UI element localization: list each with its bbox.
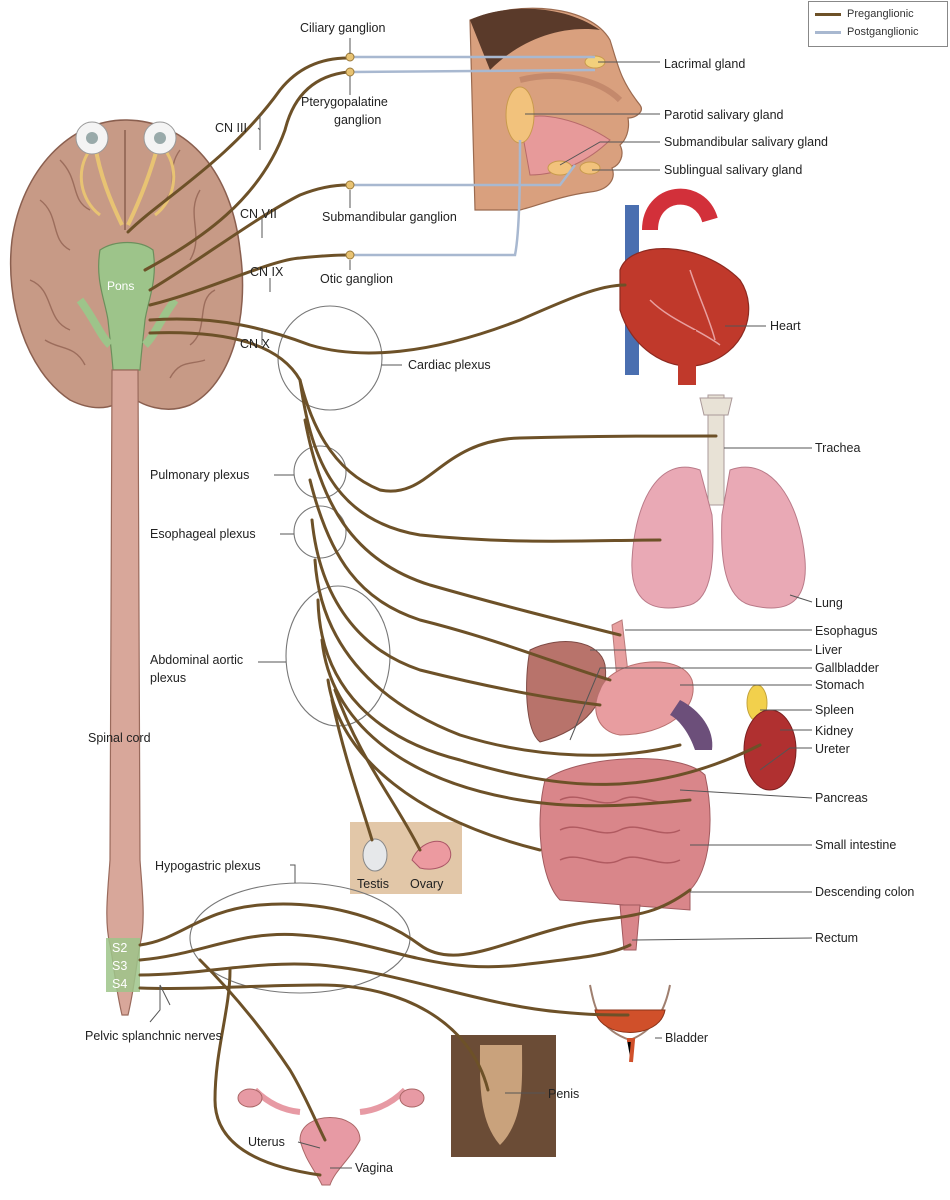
submandibular-gland-label: Submandibular salivary gland (664, 135, 828, 149)
stomach-label: Stomach (815, 678, 864, 692)
s2-label: S2 (112, 941, 127, 955)
cardiac-plexus-label: Cardiac plexus (408, 358, 491, 372)
hypogastric-plexus-label: Hypogastric plexus (155, 859, 261, 873)
heart (620, 197, 749, 385)
cn7-label: CN VII (240, 207, 277, 221)
bladder-label: Bladder (665, 1031, 708, 1045)
spinal-cord (107, 370, 143, 1015)
gallbladder-label: Gallbladder (815, 661, 879, 675)
small-intestine-label: Small intestine (815, 838, 896, 852)
hypogastric-plexus-circle (190, 883, 410, 993)
parotid-label: Parotid salivary gland (664, 108, 784, 122)
cardiac-plexus-circle (278, 306, 382, 410)
heart-label: Heart (770, 319, 801, 333)
esophagus-label: Esophagus (815, 624, 878, 638)
abdominal-aortic-label-1: Abdominal aortic (150, 653, 243, 667)
pterygopalatine-label-1: Pterygopalatine (301, 95, 388, 109)
lung-label: Lung (815, 596, 843, 610)
testis-label: Testis (357, 877, 389, 891)
abdominal-organs (527, 620, 796, 950)
face (470, 8, 641, 210)
pulmonary-plexus-label: Pulmonary plexus (150, 468, 249, 482)
s4-label: S4 (112, 977, 127, 991)
pelvic-splanchnic-label: Pelvic splanchnic nerves (85, 1029, 222, 1043)
rectum-label: Rectum (815, 931, 858, 945)
penis-label: Penis (548, 1087, 579, 1101)
lacrimal-gland-label: Lacrimal gland (664, 57, 745, 71)
cn10-label: CN X (240, 337, 271, 351)
spinal-cord-label: Spinal cord (88, 731, 151, 745)
trachea-label: Trachea (815, 441, 860, 455)
ureter-label: Ureter (815, 742, 850, 756)
descending-colon-label: Descending colon (815, 885, 914, 899)
vagina-label: Vagina (355, 1161, 393, 1175)
ovary-label: Ovary (410, 877, 444, 891)
pancreas-label: Pancreas (815, 791, 868, 805)
submandibular-ganglion-label: Submandibular ganglion (322, 210, 457, 224)
sublingual-label: Sublingual salivary gland (664, 163, 802, 177)
abdominal-aortic-label-2: plexus (150, 671, 186, 685)
cn3-label: CN III (215, 121, 247, 135)
pterygopalatine-label-2: ganglion (334, 113, 381, 127)
bladder (590, 985, 670, 1062)
kidney-label: Kidney (815, 724, 854, 738)
spleen-label: Spleen (815, 703, 854, 717)
cn9-label: CN IX (250, 265, 284, 279)
otic-ganglion-label: Otic ganglion (320, 272, 393, 286)
penis-box (451, 1035, 556, 1157)
trachea-and-lungs (632, 395, 805, 608)
liver-label: Liver (815, 643, 842, 657)
s3-label: S3 (112, 959, 127, 973)
esophageal-plexus-label: Esophageal plexus (150, 527, 256, 541)
pons-label: Pons (107, 279, 134, 293)
ciliary-ganglion-label: Ciliary ganglion (300, 21, 386, 35)
uterus-label: Uterus (248, 1135, 285, 1149)
